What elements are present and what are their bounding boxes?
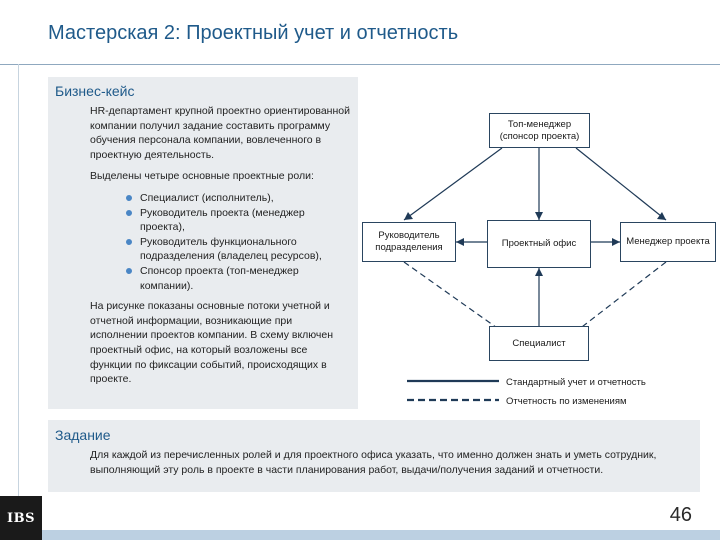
ibs-logo: IBS xyxy=(0,496,42,540)
bullet-icon xyxy=(126,209,132,216)
legend-solid-label: Стандартный учет и отчетность xyxy=(506,377,646,388)
role-item: Спонсор проекта (топ-менеджер компании). xyxy=(122,264,352,293)
node-specialist: Специалист xyxy=(489,326,589,361)
logo-text: IBS xyxy=(7,510,35,526)
arrowhead xyxy=(657,212,666,220)
node-project-manager: Менеджер проекта xyxy=(620,222,716,262)
role-item: Специалист (исполнитель), xyxy=(122,191,352,206)
page-number: 46 xyxy=(669,504,692,526)
legend-dashed-label: Отчетность по изменениям xyxy=(506,396,627,407)
edge-top-manager xyxy=(575,147,667,221)
edge-manager-specialist-dashed xyxy=(577,261,667,331)
edge-top-dept xyxy=(403,147,503,221)
business-case-outro: На рисунке показаны основные потоки учет… xyxy=(90,300,334,386)
edge-dept-specialist-dashed xyxy=(403,261,501,331)
role-label: Спонсор проекта (топ-менеджер компании). xyxy=(140,264,299,292)
title-divider xyxy=(0,64,720,65)
business-case-intro: HR-департамент крупной проектно ориентир… xyxy=(90,105,350,161)
node-top-manager: Топ-менеджер (спонсор проекта) xyxy=(489,113,590,148)
role-label: Руководитель проекта (менеджер проекта), xyxy=(140,206,305,234)
footer-bar xyxy=(42,530,720,540)
bullet-icon xyxy=(126,267,132,274)
role-item: Руководитель проекта (менеджер проекта), xyxy=(122,206,352,235)
task-body: Для каждой из перечисленных ролей и для … xyxy=(90,449,657,476)
role-label: Специалист (исполнитель), xyxy=(140,191,274,204)
slide-title: Мастерская 2: Проектный учет и отчетност… xyxy=(48,22,459,44)
task-panel xyxy=(48,420,700,492)
left-margin-line xyxy=(18,64,19,540)
business-case-body: HR-департамент крупной проектно ориентир… xyxy=(90,104,352,394)
arrowhead xyxy=(535,268,543,276)
arrowhead xyxy=(535,212,543,220)
business-case-panel xyxy=(48,77,358,409)
roles-lead: Выделены четыре основные проектные роли: xyxy=(90,170,314,183)
business-case-heading: Бизнес-кейс xyxy=(55,83,135,99)
role-item: Руководитель функционального подразделен… xyxy=(122,235,352,264)
arrowhead xyxy=(612,238,620,246)
roles-list: Специалист (исполнитель), Руководитель п… xyxy=(90,191,352,293)
arrowhead xyxy=(456,238,464,246)
bullet-icon xyxy=(126,238,132,245)
node-project-office: Проектный офис xyxy=(487,220,591,268)
role-label: Руководитель функционального подразделен… xyxy=(140,235,322,263)
arrowhead xyxy=(404,212,413,220)
node-dept-head: Руководитель подразделения xyxy=(362,222,456,262)
task-heading: Задание xyxy=(55,427,111,443)
bullet-icon xyxy=(126,194,132,201)
